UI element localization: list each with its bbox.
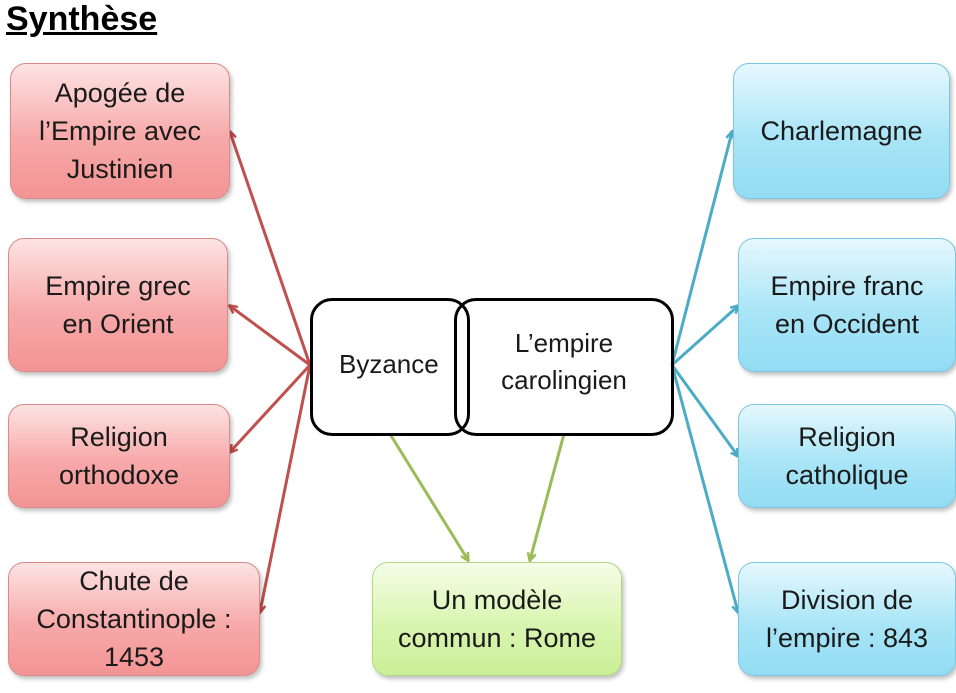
box-empire-carolingien: L’empire carolingien (454, 298, 674, 436)
arrow-to-apogee (230, 132, 312, 366)
page-title: Synthèse (6, 0, 158, 38)
box-charlemagne: Charlemagne (733, 63, 950, 199)
arrow-to-religion-catholique (670, 364, 738, 456)
box-division-empire: Division de l’empire : 843 (738, 562, 956, 676)
box-chute-constantinople: Chute de Constantinople : 1453 (8, 562, 260, 676)
arrow-to-division (670, 364, 738, 612)
arrow-to-empire-grec (230, 306, 311, 367)
arrow-carolingien-to-rome (530, 433, 566, 560)
box-religion-orthodoxe: Religion orthodoxe (8, 404, 230, 508)
arrow-to-chute (260, 364, 312, 612)
arrow-to-religion-orthodoxe (230, 363, 312, 452)
box-modele-commun-rome: Un modèle commun : Rome (372, 562, 622, 676)
box-empire-grec: Empire grec en Orient (8, 238, 228, 372)
arrow-to-empire-franc (671, 306, 738, 367)
box-apogee-justinien: Apogée de l’Empire avec Justinien (10, 63, 230, 199)
byzance-label: Byzance (339, 348, 439, 379)
box-religion-catholique: Religion catholique (738, 404, 956, 508)
arrow-byzance-to-rome (388, 433, 468, 560)
box-byzance: Byzance (310, 298, 470, 436)
arrow-to-charlemagne (670, 132, 732, 366)
carolingien-label: L’empire carolingien (501, 328, 627, 395)
box-empire-franc: Empire franc en Occident (738, 238, 956, 372)
